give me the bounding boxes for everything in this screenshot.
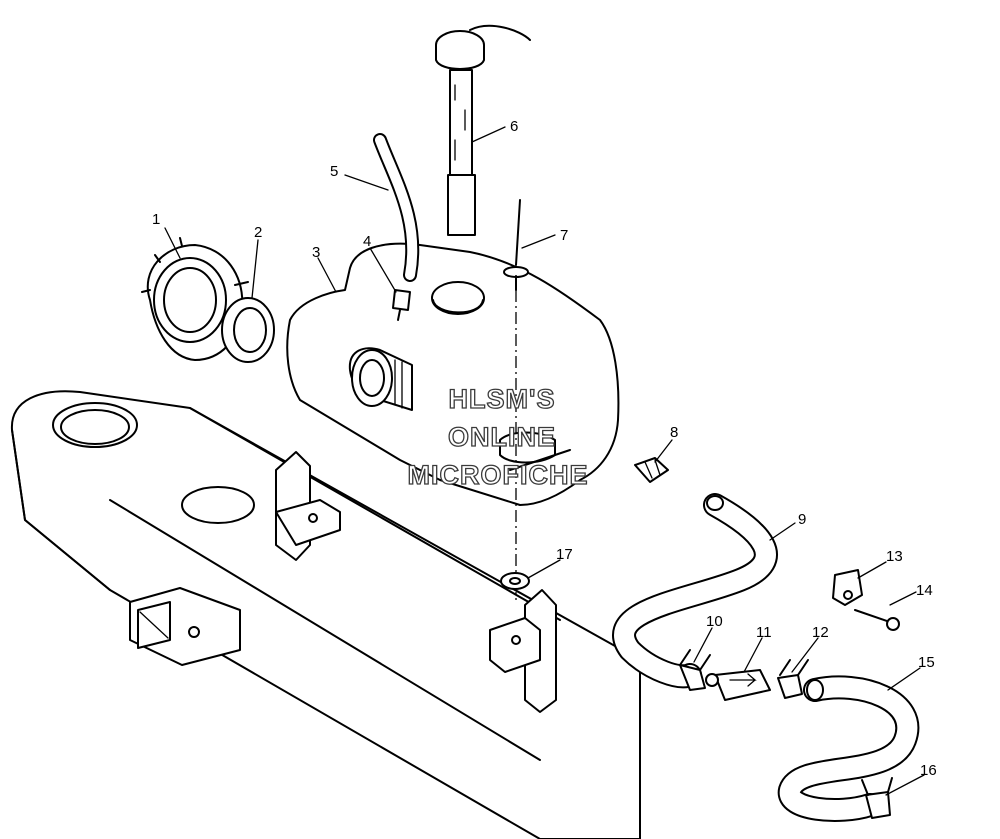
callout-15: 15 xyxy=(918,654,935,671)
callout-7: 7 xyxy=(560,227,568,244)
outlet-fitting xyxy=(634,457,669,483)
cap-gasket xyxy=(221,297,275,363)
callout-2: 2 xyxy=(254,224,262,241)
watermark: HLSM'S ONLINE MICROFICHE xyxy=(407,383,589,490)
callout-13: 13 xyxy=(886,548,903,565)
callout-11: 11 xyxy=(756,624,772,641)
frame xyxy=(10,390,641,839)
callout-12: 12 xyxy=(812,624,829,641)
callout-14: 14 xyxy=(916,582,933,599)
drain-pin xyxy=(503,199,529,291)
callout-16: 16 xyxy=(920,762,937,779)
vent-fitting xyxy=(392,289,411,321)
hose-clamp-16 xyxy=(861,777,893,819)
washer xyxy=(500,572,530,590)
callout-8: 8 xyxy=(670,424,678,441)
callout-9: 9 xyxy=(798,511,806,528)
watermark-line-2: ONLINE xyxy=(448,422,556,452)
callout-5: 5 xyxy=(330,163,338,180)
callout-4: 4 xyxy=(363,233,371,250)
hose-clip xyxy=(832,569,863,606)
hose-clamp-10 xyxy=(679,649,711,691)
fuel-hose-lower xyxy=(777,675,920,822)
fuel-cap xyxy=(141,237,249,361)
watermark-line-1: HLSM'S xyxy=(449,384,556,414)
callout-6: 6 xyxy=(510,118,518,135)
clip-screw xyxy=(854,609,900,631)
callout-labels: 1 2 3 4 5 6 7 8 9 10 11 12 13 14 15 16 1… xyxy=(152,118,937,779)
fuel-tank xyxy=(286,242,620,506)
callout-10: 10 xyxy=(706,613,723,630)
leader-lines xyxy=(164,126,925,796)
callout-1: 1 xyxy=(152,211,160,228)
vent-hose xyxy=(373,133,420,282)
inline-fuel-filter xyxy=(705,669,771,701)
callout-17: 17 xyxy=(556,546,573,563)
fuel-gauge-sender xyxy=(435,24,531,236)
hose-clamp-12 xyxy=(777,659,809,699)
fuel-hose-upper xyxy=(612,493,778,689)
watermark-line-3: MICROFICHE xyxy=(408,460,589,490)
callout-3: 3 xyxy=(312,244,320,261)
